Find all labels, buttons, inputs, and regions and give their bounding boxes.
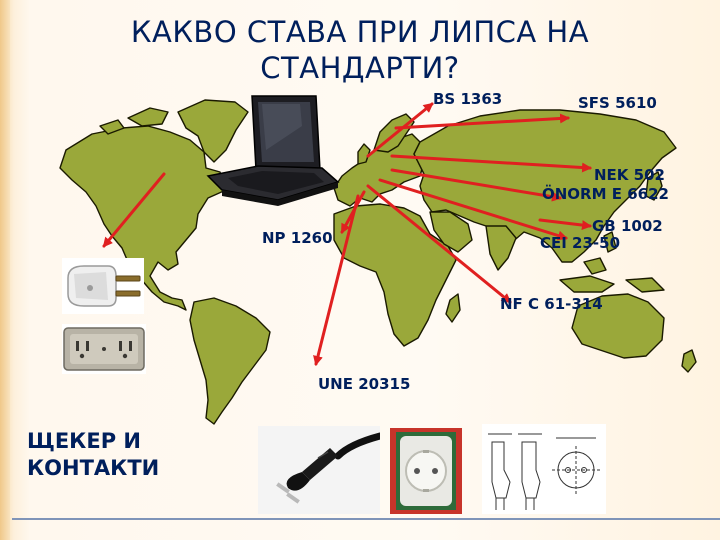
slide-left-edge bbox=[0, 0, 10, 540]
laptop-icon bbox=[206, 95, 340, 206]
arrow-to-cei bbox=[378, 178, 568, 241]
us-outlet-photo bbox=[62, 324, 146, 374]
label-onorm-e-6622: ÖNORM E 6622 bbox=[542, 185, 669, 203]
plugs-and-sockets-label: ЩЕКЕР И КОНТАКТИ bbox=[27, 428, 159, 482]
arctic-islands-shape bbox=[127, 107, 169, 127]
footer-divider bbox=[12, 518, 720, 520]
arrow-to-us-plug bbox=[102, 172, 166, 248]
arrow-to-nek bbox=[390, 154, 592, 173]
schuko-socket-photo bbox=[390, 428, 462, 514]
plugs-label-line-1: ЩЕКЕР И bbox=[27, 429, 141, 453]
label-nf-c-61-314: NF C 61-314 bbox=[500, 295, 603, 313]
greenland-shape bbox=[177, 99, 249, 163]
arrow-to-bs bbox=[366, 102, 434, 158]
title-line-1: КАКВО СТАВА ПРИ ЛИПСА НА bbox=[130, 15, 590, 49]
label-bs-1363: BS 1363 bbox=[433, 90, 503, 108]
arrow-to-gb bbox=[538, 218, 592, 231]
title-line-2: СТАНДАРТИ? bbox=[260, 51, 460, 85]
arabia-shape bbox=[429, 211, 473, 253]
arrow-to-nfc bbox=[366, 184, 512, 304]
us-plug-photo bbox=[62, 258, 144, 314]
new-zealand-shape bbox=[681, 349, 697, 373]
india-shape bbox=[485, 225, 517, 271]
slide-title: КАКВО СТАВА ПРИ ЛИПСА НА СТАНДАРТИ? bbox=[40, 14, 680, 86]
label-cei-23-50: CEI 23-50 bbox=[540, 234, 621, 252]
label-sfs-5610: SFS 5610 bbox=[578, 94, 657, 112]
north-america-shape bbox=[59, 125, 227, 311]
plug-technical-drawing bbox=[482, 424, 606, 514]
japan-shape bbox=[645, 171, 663, 201]
south-america-shape bbox=[189, 297, 271, 425]
madagascar-shape bbox=[445, 293, 461, 323]
asia-shape bbox=[413, 109, 677, 263]
indonesia-shape bbox=[559, 275, 615, 293]
schuko-plug-photo bbox=[258, 426, 380, 514]
arrow-to-sfs bbox=[394, 113, 570, 130]
label-une-20315: UNE 20315 bbox=[318, 375, 411, 393]
label-np-1260: NP 1260 bbox=[262, 229, 333, 247]
arrow-to-onorm bbox=[390, 168, 562, 202]
new-guinea-shape bbox=[625, 277, 665, 293]
arrow-to-une bbox=[313, 194, 360, 366]
australia-shape bbox=[571, 293, 665, 359]
arctic-island-2 bbox=[99, 119, 125, 135]
label-gb-1002: GB 1002 bbox=[592, 217, 663, 235]
label-nek-502: NEK 502 bbox=[594, 166, 665, 184]
philippines-shape bbox=[603, 231, 617, 253]
plugs-label-line-2: КОНТАКТИ bbox=[27, 456, 160, 480]
borneo-shape bbox=[583, 257, 607, 275]
africa-shape bbox=[333, 203, 457, 347]
